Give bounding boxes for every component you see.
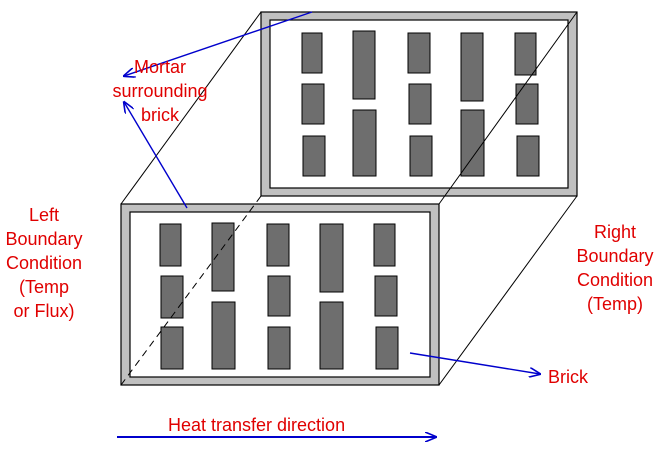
hidden-edge-dashed [120, 195, 262, 386]
heat-transfer-label: Heat transfer direction [168, 415, 346, 435]
brick [319, 223, 344, 293]
brick [159, 223, 182, 267]
mortar-label-line: brick [140, 105, 179, 125]
depth-edges [120, 11, 578, 386]
brick [407, 32, 431, 74]
brick [267, 326, 291, 370]
arrows [117, 11, 540, 437]
brick [515, 83, 539, 125]
brick-label: Brick [548, 367, 588, 387]
brick [211, 301, 236, 370]
left-boundary-label: Left Boundary Condition (Temp or Flux) [0, 203, 90, 323]
brick [352, 30, 376, 100]
brick-arrow [409, 352, 540, 374]
back-bricks [301, 30, 540, 177]
brick [516, 135, 540, 177]
edge-top-right [438, 11, 578, 205]
right-boundary-line: Boundary [576, 246, 654, 266]
left-boundary-line: Boundary [5, 229, 83, 249]
brick [301, 32, 323, 74]
left-boundary-line: Condition [5, 253, 83, 273]
brick [409, 135, 433, 177]
mortar-label: Mortar surrounding brick [100, 55, 220, 127]
brick [375, 326, 399, 370]
brick [160, 326, 184, 370]
brick [352, 109, 377, 177]
brick [160, 275, 184, 319]
brick [266, 223, 290, 267]
mortar-arrow [124, 11, 313, 76]
right-boundary-label: Right Boundary Condition (Temp) [566, 220, 661, 316]
left-boundary-line: Left [28, 205, 60, 225]
edge-top-left [120, 11, 262, 205]
right-boundary-line: (Temp) [586, 294, 643, 314]
brick [301, 83, 325, 125]
left-boundary-line: (Temp [18, 277, 69, 297]
brick [514, 32, 537, 76]
left-boundary-line: or Flux) [13, 301, 75, 321]
back-face [260, 11, 578, 197]
front-face [120, 195, 440, 386]
brick [460, 32, 484, 102]
brick [374, 275, 398, 317]
brick [302, 135, 326, 177]
right-boundary-line: Condition [576, 270, 654, 290]
mortar-label-line: surrounding [112, 81, 208, 101]
brick [373, 223, 396, 267]
mortar-arrow [124, 102, 188, 209]
edge-bottom-right [438, 195, 578, 386]
brick [319, 301, 344, 370]
brick [460, 109, 485, 177]
mortar-label-line: Mortar [133, 57, 186, 77]
brick [267, 275, 291, 317]
brick [408, 83, 432, 125]
right-boundary-line: Right [593, 222, 637, 242]
